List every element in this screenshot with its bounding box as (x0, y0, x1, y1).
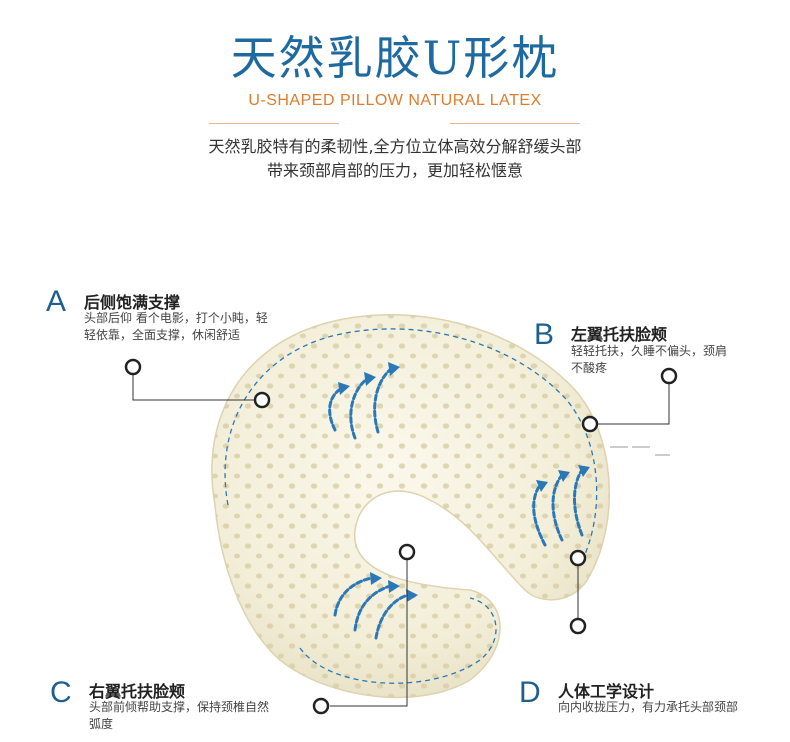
callout-dot-c-target (398, 543, 416, 561)
annotation-a-title: 后侧饱满支撑 (84, 293, 181, 312)
page-subtitle: U-SHAPED PILLOW NATURAL LATEX (248, 92, 542, 109)
arrows-back (328, 366, 394, 440)
arrows-right-wing (333, 576, 410, 640)
arrows-left-wing (532, 468, 584, 547)
annotation-c-title: 右翼托扶脸颊 (89, 682, 186, 701)
callout-dot-a-target (253, 391, 271, 409)
dashed-outline (224, 328, 598, 566)
annotation-a-line-1: 头部后仰 看个电影，打个小盹，轻 (84, 311, 268, 325)
callout-dot-d-target (569, 549, 587, 567)
annotation-b-line-2: 不酸疼 (571, 361, 608, 375)
annotation-b-line-1: 轻轻托扶，久睡不偏头，颈肩 (571, 344, 728, 358)
annotation-b-letter: B (534, 318, 555, 351)
callout-lines (132, 375, 670, 707)
annotation-d-letter: D (519, 676, 541, 709)
annotation-a-letter: A (46, 285, 67, 318)
callout-dot-b-target (581, 415, 599, 433)
description-line-2: 带来颈部肩部的压力，更加轻松惬意 (266, 161, 523, 180)
annotation-c-line-2: 弧度 (89, 717, 114, 731)
callout-dot-c (312, 697, 330, 715)
page-title: 天然乳胶U形枕 (230, 31, 560, 85)
annotation-c-letter: C (50, 676, 72, 709)
divider-left (209, 123, 339, 124)
annotation-b-title: 左翼托扶脸颊 (571, 325, 668, 344)
callout-dot-a (124, 358, 142, 376)
annotation-c-line-1: 头部前倾帮助支撑，保持颈椎自然 (89, 700, 270, 714)
divider-right (450, 123, 580, 124)
annotation-d-title: 人体工学设计 (558, 682, 655, 701)
annotation-d-line-1: 向内收拢压力，有力承托头部颈部 (558, 700, 739, 714)
callout-dot-d (569, 617, 587, 635)
description-line-1: 天然乳胶特有的柔韧性,全方位立体高效分解舒缓头部 (208, 137, 582, 156)
annotation-a-line-2: 轻依靠，全面支撑，休闲舒适 (84, 328, 241, 342)
u-shaped-pillow (211, 314, 610, 699)
callout-dot-b (660, 367, 678, 385)
